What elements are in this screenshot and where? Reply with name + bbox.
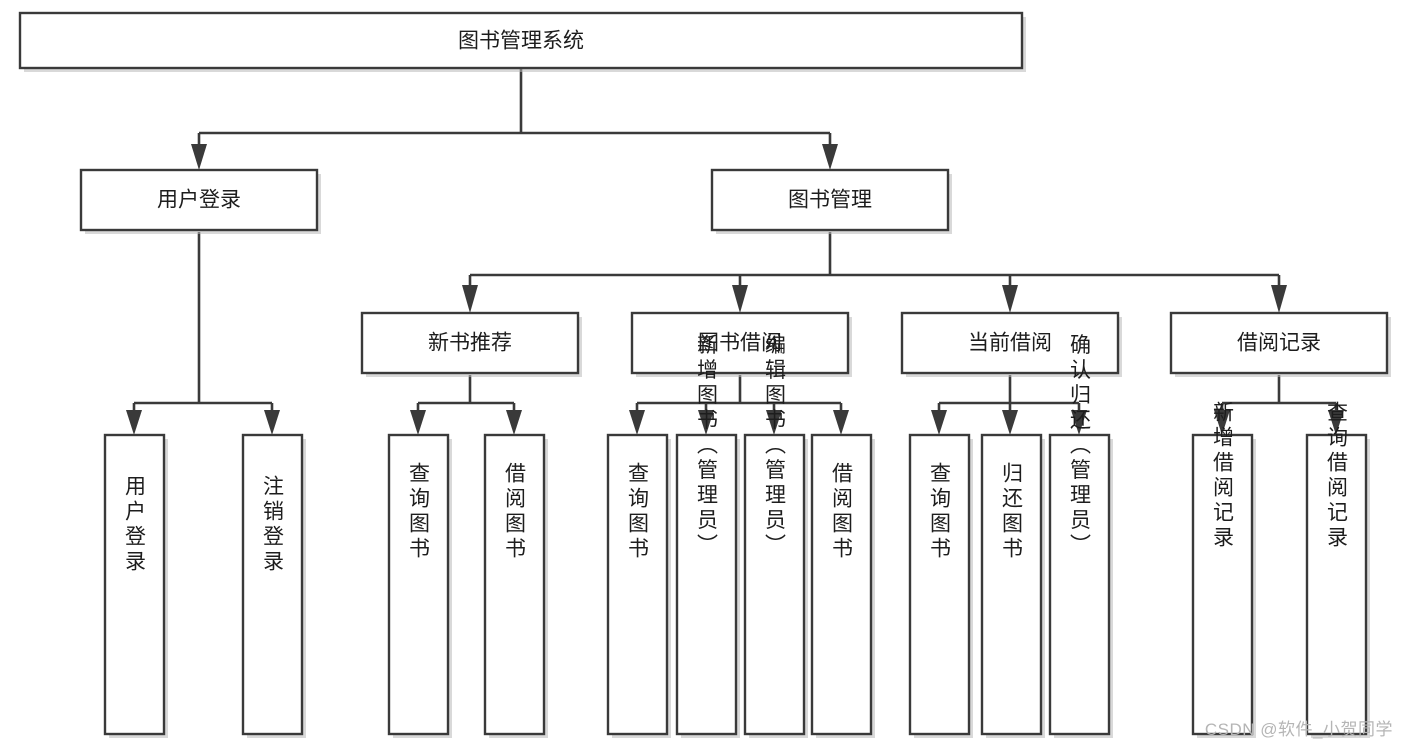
node-new-book-recommend[interactable]: 新书推荐 (360, 311, 582, 377)
leaf-box[interactable] (1191, 433, 1254, 736)
leaf-box[interactable] (606, 433, 669, 736)
arrowhead-leaf-bookborrow-2 (698, 410, 714, 435)
leaf-currentborrow-return[interactable]: 归还图书 (980, 433, 1045, 738)
arrowhead-leaf-bookborrow-3 (766, 410, 782, 435)
leaf-box[interactable] (1048, 433, 1111, 736)
arrowhead-user-login (191, 144, 207, 170)
arrowhead-leaf-bookborrow-4 (833, 410, 849, 435)
node-current-borrow[interactable]: 当前借阅 (900, 311, 1122, 377)
user-login-box[interactable] (79, 168, 319, 232)
borrow-record-label: 借阅记录 (1237, 332, 1321, 355)
arrowhead-leaf-currentborrow-3 (1071, 410, 1087, 435)
leaf-label: 用户登录 (123, 475, 147, 575)
leaf-currentborrow-confirm[interactable]: 确认归还（管理员） (1048, 334, 1113, 739)
leaf-box[interactable] (980, 433, 1043, 736)
leaf-box[interactable] (241, 433, 304, 736)
leaf-box[interactable] (387, 433, 450, 736)
arrowhead-leaf-user-login-2 (264, 410, 280, 435)
leaf-currentborrow-query[interactable]: 查询图书 (908, 433, 973, 738)
current-borrow-box[interactable] (900, 311, 1120, 375)
arrowhead-new-book-recommend (462, 285, 478, 313)
arrowhead-current-borrow (1002, 285, 1018, 313)
arrowhead-leaf-currentborrow-1 (931, 410, 947, 435)
leaf-label: 确认归还（管理员） (1068, 334, 1092, 559)
new-book-recommend-label: 新书推荐 (428, 332, 512, 355)
current-borrow-label: 当前借阅 (968, 332, 1052, 355)
leaf-label: 新增借阅记录 (1211, 401, 1235, 551)
leaf-label: 查询图书 (407, 462, 431, 562)
leaf-label: 查询图书 (626, 462, 650, 562)
arrowhead-leaf-borrowrecord-1 (1214, 410, 1230, 435)
leaf-label: 借阅图书 (503, 462, 527, 562)
arrowhead-leaf-bookborrow-1 (629, 410, 645, 435)
node-book-borrow[interactable]: 图书借阅 (630, 311, 852, 377)
leaf-bookborrow-add[interactable]: 新增图书（管理员） (675, 334, 740, 739)
book-management-box[interactable] (710, 168, 950, 232)
arrowhead-leaf-user-login-1 (126, 410, 142, 435)
leaf-label: 查询图书 (928, 462, 952, 562)
leaf-label: 借阅图书 (830, 462, 854, 562)
leaf-box[interactable] (483, 433, 546, 736)
leaf-box[interactable] (1305, 433, 1368, 736)
arrowhead-leaf-currentborrow-2 (1002, 410, 1018, 435)
user-login-label: 用户登录 (157, 189, 241, 212)
leaf-label: 注销登录 (261, 475, 285, 575)
leaf-box[interactable] (743, 433, 806, 736)
root-box[interactable] (18, 11, 1024, 70)
book-borrow-label: 图书借阅 (698, 332, 782, 355)
root-label: 图书管理系统 (458, 30, 584, 53)
arrowhead-book-borrow (732, 285, 748, 313)
leaf-borrowrecord-query[interactable]: 查询借阅记录 (1305, 401, 1370, 738)
leaf-borrowrecord-add[interactable]: 新增借阅记录 (1191, 401, 1256, 738)
node-borrow-record[interactable]: 借阅记录 (1169, 311, 1391, 377)
node-book-management[interactable]: 图书管理 (710, 168, 952, 234)
leaf-bookborrow-borrow[interactable]: 借阅图书 (810, 433, 875, 738)
leaf-label: 归还图书 (1000, 462, 1024, 562)
leaf-label: 编辑图书（管理员） (763, 334, 787, 559)
leaf-user-login-login[interactable]: 用户登录 (103, 433, 168, 738)
arrowhead-leaf-borrowrecord-2 (1328, 410, 1344, 435)
arrowhead-leaf-newbook-2 (506, 410, 522, 435)
leaf-newbook-query[interactable]: 查询图书 (387, 433, 452, 738)
leaf-box[interactable] (103, 433, 166, 736)
arrowhead-leaf-newbook-1 (410, 410, 426, 435)
leaf-box[interactable] (810, 433, 873, 736)
leaf-box[interactable] (675, 433, 738, 736)
node-user-login[interactable]: 用户登录 (79, 168, 321, 234)
leaf-label: 查询借阅记录 (1325, 401, 1349, 551)
leaf-bookborrow-edit[interactable]: 编辑图书（管理员） (743, 334, 808, 739)
leaf-box[interactable] (908, 433, 971, 736)
arrowhead-book-manage (822, 144, 838, 170)
node-root-book-management-system[interactable]: 图书管理系统 (18, 11, 1026, 72)
connector-layer (126, 68, 1344, 435)
borrow-record-box[interactable] (1169, 311, 1389, 375)
leaf-user-login-logout[interactable]: 注销登录 (241, 433, 306, 738)
new-book-recommend-box[interactable] (360, 311, 580, 375)
book-management-label: 图书管理 (788, 189, 872, 212)
leaf-label: 新增图书（管理员） (695, 334, 719, 559)
leaf-bookborrow-query[interactable]: 查询图书 (606, 433, 671, 738)
leaf-newbook-borrow[interactable]: 借阅图书 (483, 433, 548, 738)
arrowhead-borrow-record (1271, 285, 1287, 313)
book-borrow-box[interactable] (630, 311, 850, 375)
